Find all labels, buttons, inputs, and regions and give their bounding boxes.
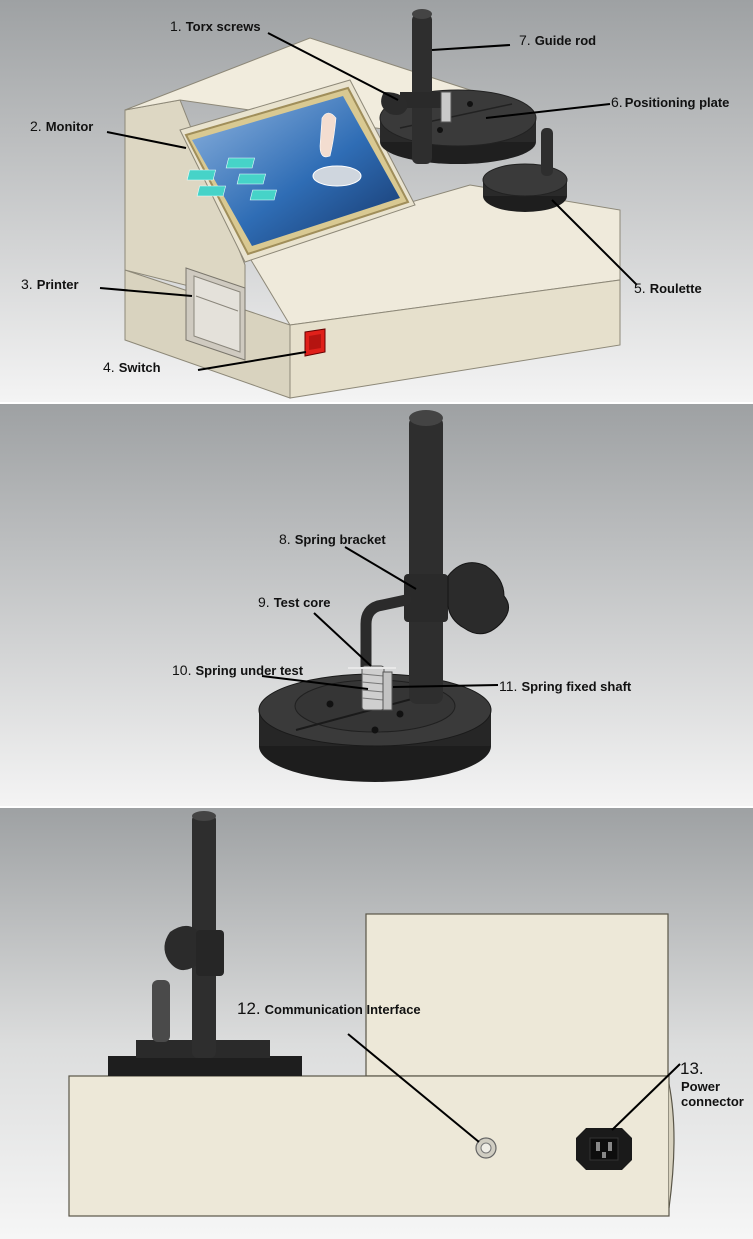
label-spring-bracket: 8.Spring bracket [279,531,386,547]
label-switch: 4.Switch [103,359,161,375]
leader-power-connector [611,1063,681,1131]
bracket-collar [404,574,448,622]
leader-test-core [313,612,372,667]
leader-spring-bracket [344,546,417,590]
rear-view-illustration: 12.Communication Interface 13. Power con… [0,808,753,1239]
label-roulette: 5.Roulette [634,280,702,296]
instrument-housing [124,37,621,399]
fixture-detail-illustration: 8.Spring bracket 9.Test core 10.Spring u… [0,404,753,806]
fixed-shaft [382,671,393,711]
label-monitor: 2.Monitor [30,118,93,134]
communication-port [475,1137,497,1159]
leader-positioning-plate [485,103,611,119]
label-positioning-plate: 6.Positioning plate [611,94,729,110]
label-power-connector-line1: Power [681,1079,720,1094]
label-test-core: 9.Test core [258,594,331,610]
spring-bracket-arm [360,594,412,672]
power-switch [304,328,326,357]
overview-panel: 1.Torx screws 2.Monitor 3.Printer 4.Swit… [0,0,753,402]
base-rear-panel [68,1075,670,1217]
label-torx-screws: 1.Torx screws [170,18,261,34]
label-power-connector-number: 13. [680,1059,704,1078]
bracket-knob [447,562,509,635]
leader-guide-rod [431,44,511,51]
leader-printer [99,287,193,297]
leader-communication-interface [347,1033,480,1143]
monitor-screen [192,96,400,246]
label-spring-under-test: 10.Spring under test [172,662,304,678]
guide-rod [381,9,452,164]
leader-switch [197,351,307,371]
rear-fixture-silhouette [108,811,302,1076]
leader-spring-under-test [261,675,369,690]
vertical-column [404,410,448,704]
power-socket [576,1128,632,1170]
rear-view-panel: 12.Communication Interface 13. Power con… [0,808,753,1239]
label-spring-fixed-shaft: 11.Spring fixed shaft [499,678,632,694]
monitor-block-rear [365,913,669,1077]
leader-spring-fixed-shaft [392,684,499,688]
label-communication-interface: 12.Communication Interface [237,999,421,1018]
roulette-wheel [482,128,568,212]
leader-roulette [551,199,638,286]
overview-illustration: 1.Torx screws 2.Monitor 3.Printer 4.Swit… [0,0,753,402]
spring-assembly [348,665,396,711]
label-printer: 3.Printer [21,276,79,292]
leader-monitor [106,131,187,149]
label-power-connector-line2: connector [681,1094,744,1109]
leader-torx-screws [267,32,399,101]
fixture-detail-panel: 8.Spring bracket 9.Test core 10.Spring u… [0,404,753,806]
label-guide-rod: 7.Guide rod [519,32,596,48]
torx-knob [381,92,408,115]
printer [185,267,246,361]
rear-housing [68,913,675,1217]
